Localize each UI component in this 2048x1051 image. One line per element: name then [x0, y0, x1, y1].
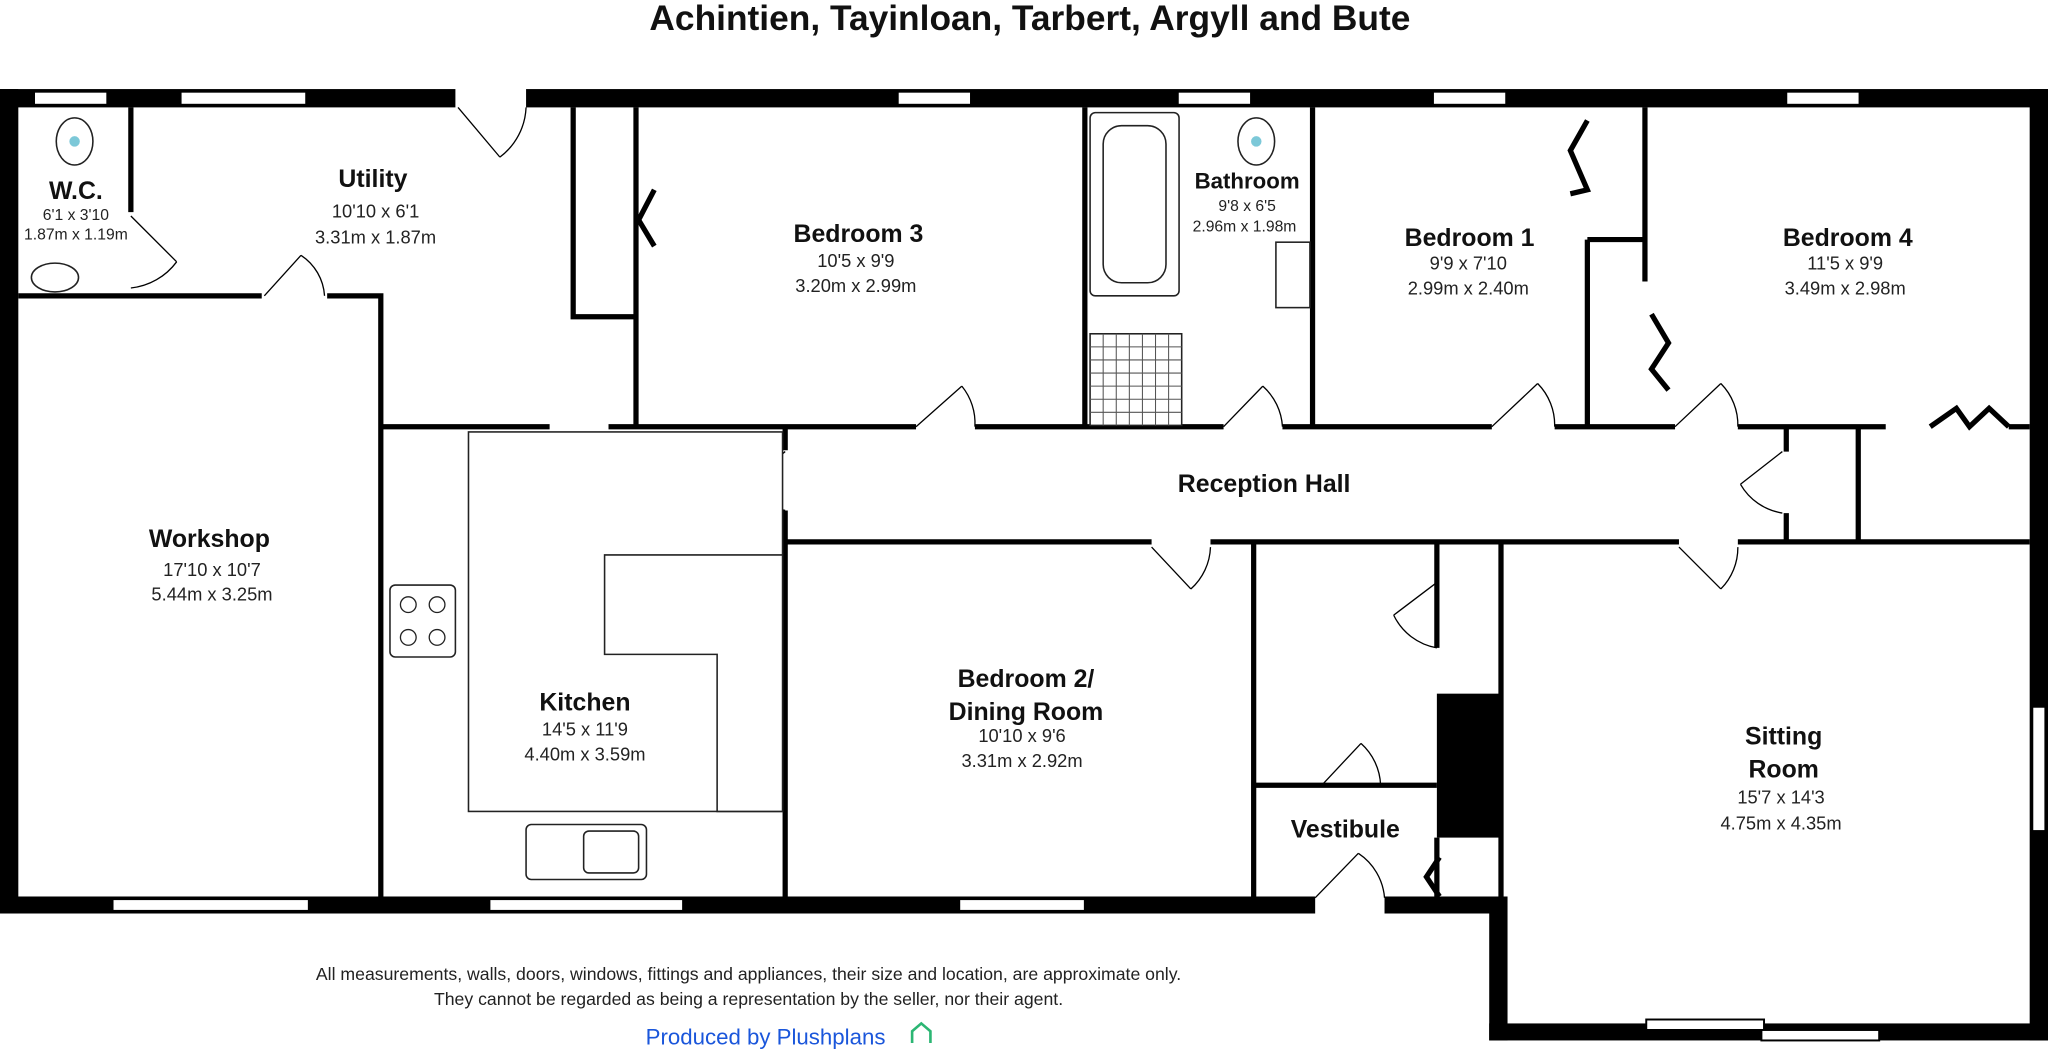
- svg-text:2.96m x 1.98m: 2.96m x 1.98m: [1193, 219, 1297, 236]
- svg-text:11'5 x 9'9: 11'5 x 9'9: [1807, 253, 1883, 274]
- room-bedroom4: Bedroom 4: [1783, 224, 1913, 252]
- disclaimer-line2: They cannot be regarded as being a repre…: [434, 989, 1063, 1009]
- bifold-doors: [635, 119, 2011, 898]
- room-bedroom1: Bedroom 1: [1405, 224, 1535, 252]
- svg-text:10'10 x 6'1: 10'10 x 6'1: [332, 200, 419, 221]
- room-bedroom3: Bedroom 3: [794, 220, 924, 248]
- svg-text:10'5 x 9'9: 10'5 x 9'9: [817, 250, 894, 271]
- svg-text:4.75m x 4.35m: 4.75m x 4.35m: [1720, 813, 1841, 834]
- room-sitting-room: Sitting: [1745, 723, 1822, 751]
- svg-text:2.99m x 2.40m: 2.99m x 2.40m: [1408, 278, 1529, 299]
- produced-by-link[interactable]: Produced by Plushplans: [646, 1024, 886, 1049]
- room-workshop: Workshop: [149, 525, 270, 553]
- windows: [33, 90, 2047, 1042]
- svg-text:3.20m x 2.99m: 3.20m x 2.99m: [795, 275, 916, 296]
- svg-text:1.87m x 1.19m: 1.87m x 1.19m: [24, 227, 128, 244]
- svg-text:14'5 x 11'9: 14'5 x 11'9: [542, 719, 628, 740]
- basin-icon: [1275, 241, 1311, 309]
- shower-tray: [1089, 333, 1183, 427]
- footer: All measurements, walls, doors, windows,…: [316, 964, 1181, 1049]
- disclaimer-line1: All measurements, walls, doors, windows,…: [316, 964, 1181, 984]
- plushplans-logo-icon: [910, 1021, 932, 1044]
- room-bathroom: Bathroom: [1195, 169, 1300, 194]
- svg-text:15'7 x 14'3: 15'7 x 14'3: [1737, 787, 1824, 808]
- hob-icon: [389, 584, 457, 658]
- room-utility: Utility: [338, 165, 407, 193]
- svg-text:9'8 x 6'5: 9'8 x 6'5: [1218, 198, 1276, 215]
- plan-title: Achintien, Tayinloan, Tarbert, Argyll an…: [649, 0, 1410, 38]
- outer-walls: [0, 89, 2048, 1041]
- room-kitchen: Kitchen: [539, 689, 630, 717]
- svg-text:3.31m x 2.92m: 3.31m x 2.92m: [961, 750, 1082, 771]
- room-bedroom2: Bedroom 2/: [958, 665, 1095, 693]
- interior-walls: [18, 107, 2030, 898]
- svg-text:3.31m x 1.87m: 3.31m x 1.87m: [315, 226, 436, 247]
- svg-text:17'10 x 10'7: 17'10 x 10'7: [163, 559, 261, 580]
- room-reception-hall: Reception Hall: [1178, 470, 1351, 498]
- room-labels: W.C. 6'1 x 3'10 1.87m x 1.19m Utility 10…: [24, 165, 1913, 843]
- svg-text:9'9 x 7'10: 9'9 x 7'10: [1430, 253, 1507, 274]
- room-vestibule: Vestibule: [1291, 816, 1400, 844]
- svg-text:5.44m x 3.25m: 5.44m x 3.25m: [151, 584, 272, 605]
- svg-text:4.40m x 3.59m: 4.40m x 3.59m: [524, 743, 645, 764]
- svg-text:Room: Room: [1748, 755, 1818, 783]
- svg-text:3.49m x 2.98m: 3.49m x 2.98m: [1785, 278, 1906, 299]
- fixtures: [30, 111, 1311, 881]
- room-wc: W.C.: [49, 177, 103, 205]
- svg-text:Dining Room: Dining Room: [949, 698, 1104, 726]
- svg-text:10'10 x 9'6: 10'10 x 9'6: [978, 725, 1065, 746]
- svg-text:6'1 x 3'10: 6'1 x 3'10: [43, 207, 109, 224]
